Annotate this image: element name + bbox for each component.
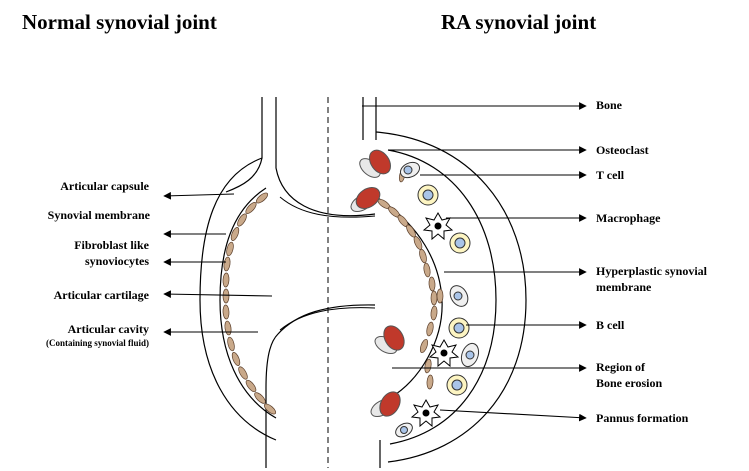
normal-joint bbox=[199, 97, 376, 468]
label-erosion-line1: Region of bbox=[596, 360, 645, 374]
normal-upper-bone bbox=[225, 97, 376, 217]
label-b-cell: B cell bbox=[596, 318, 625, 332]
title-normal-joint: Normal synovial joint bbox=[22, 10, 217, 34]
label-osteoclast: Osteoclast bbox=[596, 143, 649, 157]
label-articular-cavity: Articular cavity bbox=[67, 322, 149, 336]
label-hyperplastic-line1: Hyperplastic synovial bbox=[596, 264, 708, 278]
label-articular-capsule: Articular capsule bbox=[60, 179, 149, 193]
label-macrophage: Macrophage bbox=[596, 211, 661, 225]
right-arrows bbox=[362, 102, 587, 422]
left-arrows bbox=[163, 191, 273, 336]
label-pannus-formation: Pannus formation bbox=[596, 411, 689, 425]
normal-lower-bone bbox=[265, 304, 376, 468]
normal-synoviocytes bbox=[222, 192, 277, 415]
ra-capsule-inner bbox=[387, 149, 497, 445]
label-fibroblast-line2: synoviocytes bbox=[85, 254, 149, 268]
normal-capsule-outer bbox=[199, 157, 277, 441]
title-ra-joint: RA synovial joint bbox=[441, 10, 597, 34]
normal-upper-cartilage bbox=[279, 196, 376, 218]
normal-lower-cartilage bbox=[279, 307, 376, 331]
label-hyperplastic-line2: membrane bbox=[596, 280, 652, 294]
label-bone: Bone bbox=[596, 98, 623, 112]
macrophages bbox=[410, 211, 460, 428]
label-synovial-membrane: Synovial membrane bbox=[47, 208, 150, 222]
label-fibroblast-line1: Fibroblast like bbox=[74, 238, 149, 252]
normal-capsule-inner bbox=[219, 187, 277, 419]
osteoclasts bbox=[350, 149, 405, 418]
ra-upper-bone bbox=[362, 97, 377, 140]
label-erosion-line2: Bone erosion bbox=[596, 376, 663, 390]
label-cavity-note: (Containing synovial fluid) bbox=[45, 338, 149, 348]
ra-capsule-outer bbox=[375, 131, 527, 463]
label-t-cell: T cell bbox=[596, 168, 625, 182]
label-articular-cartilage: Articular cartilage bbox=[53, 288, 149, 302]
arrow-capsule bbox=[163, 191, 235, 200]
arrow-pannus bbox=[439, 409, 587, 422]
lymphocytes bbox=[395, 161, 480, 438]
arrow-cartilage bbox=[163, 290, 273, 298]
